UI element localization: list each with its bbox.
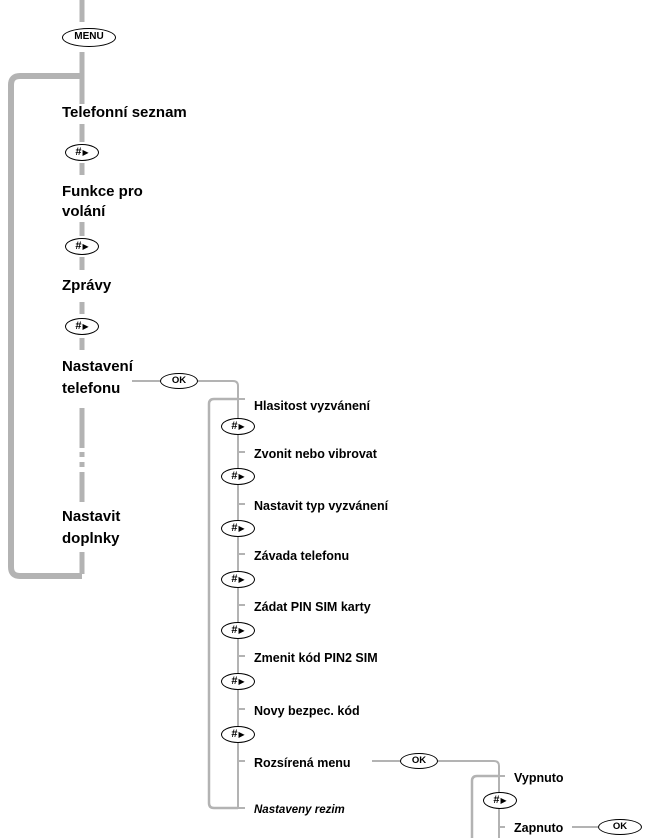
main-item-accessories-line2: doplnky <box>62 530 120 547</box>
main-item-messages: Zprávy <box>62 277 112 294</box>
settings-item-ring-type: Nastavit typ vyzvánení <box>254 499 389 513</box>
hash-key-icon: #▶ <box>221 571 255 588</box>
ok-key-icon: OK <box>400 753 438 769</box>
hash-key-icon: #▶ <box>221 673 255 690</box>
hash-key-icon: #▶ <box>65 318 99 335</box>
extended-option-off: Vypnuto <box>514 771 564 785</box>
extended-option-on: Zapnuto <box>514 821 564 835</box>
ok-key-icon: OK <box>598 819 642 835</box>
menu-key-icon: MENU <box>62 28 116 47</box>
hash-key-icon: #▶ <box>221 726 255 743</box>
settings-item-new-security-code: Novy bezpec. kód <box>254 704 360 718</box>
main-item-accessories-line1: Nastavit <box>62 508 121 525</box>
main-item-call-functions-line1: Funkce pro <box>62 183 143 200</box>
settings-item-set-mode: Nastaveny rezim <box>254 804 345 816</box>
hash-key-icon: #▶ <box>483 792 517 809</box>
main-item-phonebook: Telefonní seznam <box>62 104 187 121</box>
settings-item-ring-volume: Hlasitost vyzvánení <box>254 399 371 413</box>
settings-item-phone-lock: Závada telefonu <box>254 549 350 563</box>
settings-item-change-pin2: Zmenit kód PIN2 SIM <box>254 651 378 665</box>
hash-key-icon: #▶ <box>221 418 255 435</box>
settings-item-ring-or-vibrate: Zvonit nebo vibrovat <box>254 447 377 461</box>
main-item-call-functions-line2: volání <box>62 203 106 220</box>
hash-key-icon: #▶ <box>221 468 255 485</box>
ok-key-icon: OK <box>160 373 198 389</box>
hash-key-icon: #▶ <box>65 238 99 255</box>
main-item-phone-settings-line2: telefonu <box>62 380 121 397</box>
hash-key-icon: #▶ <box>221 622 255 639</box>
hash-key-icon: #▶ <box>221 520 255 537</box>
settings-item-extended-menu: Rozsírená menu <box>254 756 351 770</box>
settings-item-sim-pin-request: Zádat PIN SIM karty <box>254 600 371 614</box>
hash-key-icon: #▶ <box>65 144 99 161</box>
main-item-phone-settings-line1: Nastavení <box>62 358 133 375</box>
